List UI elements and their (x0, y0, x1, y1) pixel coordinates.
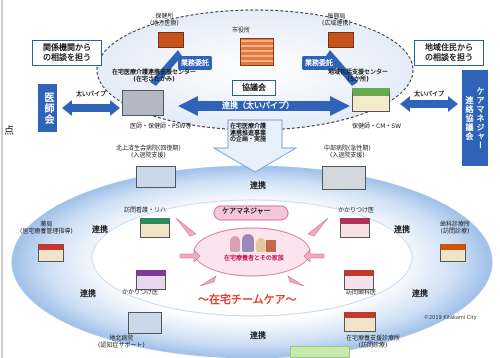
visit-nursing-building (140, 218, 170, 238)
visit-nursing-label: 訪問看護・リハ (124, 207, 167, 214)
hospital-bottom-building (128, 312, 162, 334)
arrow-pink-2 (307, 217, 329, 237)
green-corner-strip (290, 346, 350, 358)
support-right-chip: 業務委託 (302, 56, 336, 70)
team-care-title: 〜在宅チームケア〜 (198, 293, 297, 306)
kakaritsuke2-label: かかりつけ医 (122, 289, 159, 296)
dental-building (440, 244, 466, 262)
renkei-ring-6: 連携 (250, 331, 266, 340)
kakaritsuke2-building (136, 270, 166, 290)
kakaritsuke-label: かかりつけ医 (338, 207, 375, 214)
left-edge-char: 点 (4, 126, 14, 137)
staff-right: 保健師・CM・SW (352, 123, 402, 130)
visit-dental-label: 訪問歯科医 (346, 289, 377, 296)
caremanager-bar: ケアマネジャー 連絡協議会 (462, 70, 488, 166)
center-left-title: 在宅医療介護連携支援センター (在宅さたかみ) (112, 69, 197, 83)
from-chiiki-box: 地域住民から の相談を担う (414, 40, 484, 66)
renkei-big-label: 連携（太いパイプ） (222, 101, 294, 110)
shiyakusho-building (240, 38, 274, 66)
shiyakusho-label: 市役所 (232, 27, 251, 34)
copyright: ©2019 Kitakami City (424, 315, 477, 321)
hospital-bottom-label: 地北病院 (認知症サポート) (98, 335, 145, 349)
renkei-ring-1: 連携 (250, 181, 266, 190)
arrow-pink-6 (287, 275, 305, 287)
futoi-right-label: 太いパイプ (414, 91, 445, 98)
arrow-pink-1 (175, 217, 197, 237)
shinkokyoku-building (328, 32, 354, 48)
ishikai-bar: 医師会 (38, 84, 57, 132)
futoi-left-label: 太いパイプ (76, 91, 107, 98)
hokenjo-label: 保健所 (地方医療) (150, 13, 179, 27)
kakaritsuke-building (340, 218, 370, 238)
right-pipe-arrow (400, 96, 458, 112)
center-right-building (352, 88, 390, 112)
arrow-pink-3 (179, 249, 201, 263)
renkei-ring-5: 連携 (412, 289, 428, 298)
arrow-pink-4 (303, 249, 325, 263)
home-support-building (344, 312, 376, 332)
from-kankeikikan-box: 関係機関から の相談を担う (32, 40, 102, 66)
support-left-chip: 業務委託 (178, 56, 212, 70)
renkei-ring-3: 連携 (394, 225, 410, 234)
shinkokyoku-label: 振興局 (広域連携) (322, 13, 351, 27)
caremanager-pill (213, 205, 289, 221)
visit-dental-building (344, 270, 374, 290)
pharmacy-label: 薬局 (居宅療養管理指導) (20, 221, 73, 235)
south-hospital-label: 北上済生会病院(回復期) (入退院支援) (116, 145, 181, 159)
center-left-building (122, 90, 164, 116)
family-icon (228, 234, 276, 254)
arrow-pink-5 (199, 275, 217, 287)
central-hospital-building (322, 166, 366, 190)
staff-left: 医師・保健師・PSW等 (130, 123, 192, 130)
center-right-title: 地域包括支援センター (5か所) (328, 69, 389, 83)
home-team-label: 在宅療養者とその家族 (224, 255, 284, 262)
kyougikai-box: 協議会 (232, 80, 276, 96)
left-up-arrow (150, 50, 182, 86)
dental-label: 歯科診療所 (訪問診療) (440, 221, 471, 235)
plan-text: 在宅医療介護 連携推進事業 の企画・実施 (230, 123, 267, 144)
home-support-label: 在宅療養支援診療所 (訪問診療) (346, 335, 401, 349)
center-down-arrow (212, 119, 298, 173)
left-pipe-arrow (62, 100, 120, 116)
renkei-double-arrow (178, 96, 350, 116)
renkei-ring-4: 連携 (80, 289, 96, 298)
south-hospital-building (136, 166, 176, 188)
renkei-ring-2: 連携 (92, 225, 108, 234)
central-hospital-label: 中部病院(急性期) (入退院支援) (324, 145, 371, 159)
pharmacy-building (38, 244, 64, 262)
hokenjo-building (158, 32, 184, 48)
caremanager-pill-label: ケアマネジャー (222, 207, 271, 215)
